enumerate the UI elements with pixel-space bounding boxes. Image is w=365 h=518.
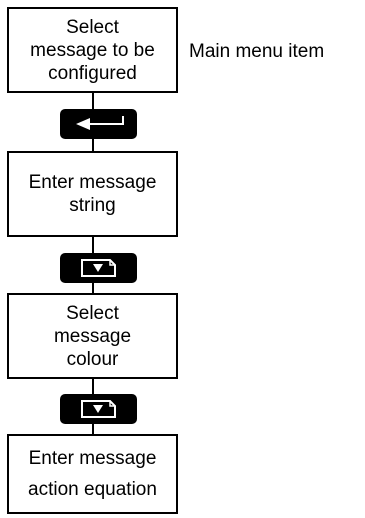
step-select-colour-box: Select message colour bbox=[7, 293, 178, 379]
scroll-key-icon bbox=[81, 400, 116, 418]
step-enter-string-label: Enter message string bbox=[28, 172, 157, 216]
step-action-equation-label: Enter message action equation bbox=[28, 448, 157, 500]
step-select-message-box: Select message to be configured bbox=[7, 7, 178, 93]
connector-line bbox=[92, 283, 94, 293]
step-enter-string-box: Enter message string bbox=[7, 151, 178, 237]
connector-line bbox=[92, 237, 94, 253]
scroll-key-icon bbox=[81, 259, 116, 277]
step-action-equation-box: Enter message action equation bbox=[7, 434, 178, 514]
scroll-key-button bbox=[60, 394, 137, 424]
main-menu-item-note: Main menu item bbox=[189, 41, 325, 62]
enter-key-icon bbox=[76, 116, 124, 130]
connector-line bbox=[92, 93, 94, 109]
enter-key-button bbox=[60, 109, 137, 139]
connector-line bbox=[92, 379, 94, 394]
connector-line bbox=[92, 424, 94, 434]
scroll-key-button bbox=[60, 253, 137, 283]
step-select-colour-label: Select message colour bbox=[53, 302, 132, 370]
connector-line bbox=[92, 139, 94, 151]
step-select-message-label: Select message to be configured bbox=[30, 16, 155, 84]
